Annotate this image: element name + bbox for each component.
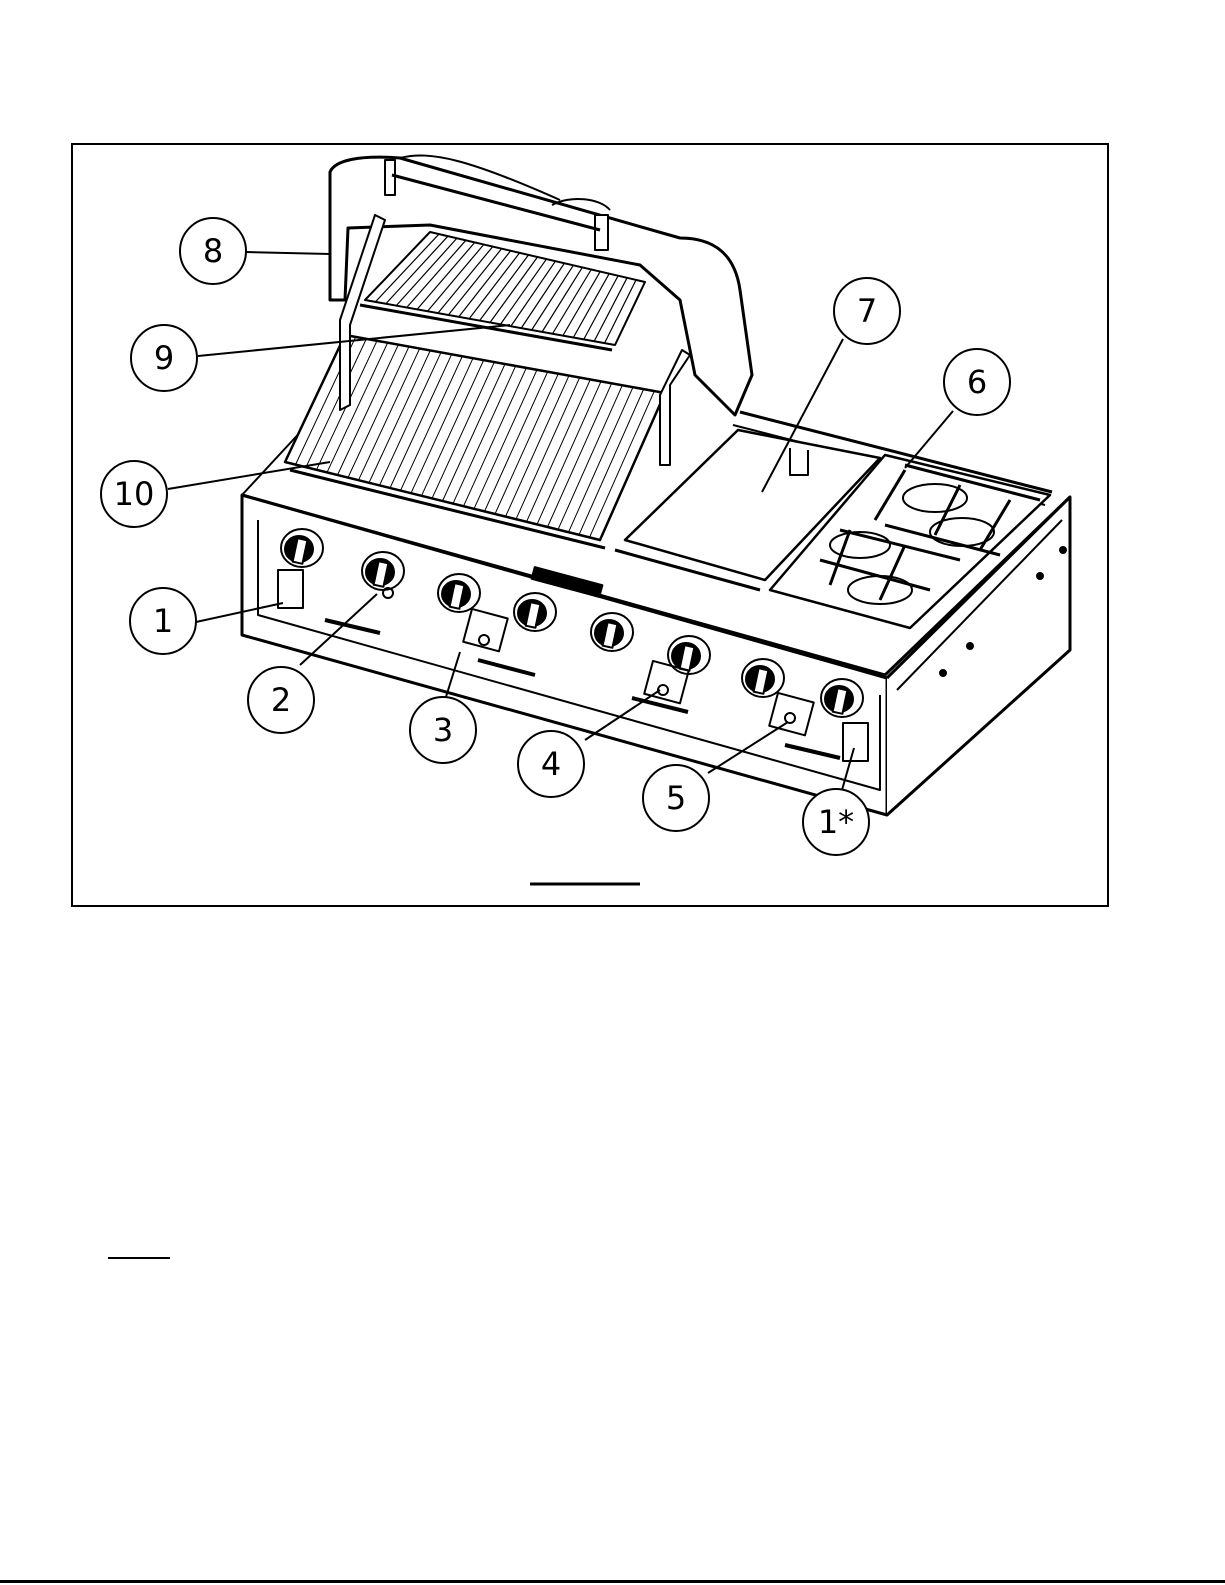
callout-label: 1 xyxy=(153,602,173,640)
control-knob xyxy=(742,659,784,697)
control-knob xyxy=(591,613,633,651)
callout-4: 4 xyxy=(518,731,584,797)
control-knob xyxy=(668,636,710,674)
control-knob xyxy=(514,593,556,631)
callout-5: 5 xyxy=(643,765,709,831)
callout-label: 6 xyxy=(967,363,987,401)
control-knob xyxy=(362,552,404,590)
callout-label: 1* xyxy=(818,803,854,841)
callout-10: 10 xyxy=(101,461,167,527)
callout-label: 8 xyxy=(203,232,223,270)
control-knob xyxy=(438,574,480,612)
callout-label: 7 xyxy=(857,292,877,330)
page-bottom-rule xyxy=(0,1580,1225,1583)
callout-label: 9 xyxy=(154,339,174,377)
callout-1-star: 1* xyxy=(803,789,869,855)
callout-6: 6 xyxy=(944,349,1010,415)
callout-label: 3 xyxy=(433,711,453,749)
callout-label: 2 xyxy=(271,681,291,719)
callout-label: 4 xyxy=(541,745,561,783)
control-knob xyxy=(821,679,863,717)
callout-2: 2 xyxy=(248,667,314,733)
callout-3: 3 xyxy=(410,697,476,763)
callout-8: 8 xyxy=(180,218,246,284)
callout-label: 5 xyxy=(666,779,686,817)
control-knob xyxy=(281,529,323,567)
callout-label: 10 xyxy=(114,475,155,513)
callout-7: 7 xyxy=(834,278,900,344)
callout-1: 1 xyxy=(130,588,196,654)
callout-9: 9 xyxy=(131,325,197,391)
